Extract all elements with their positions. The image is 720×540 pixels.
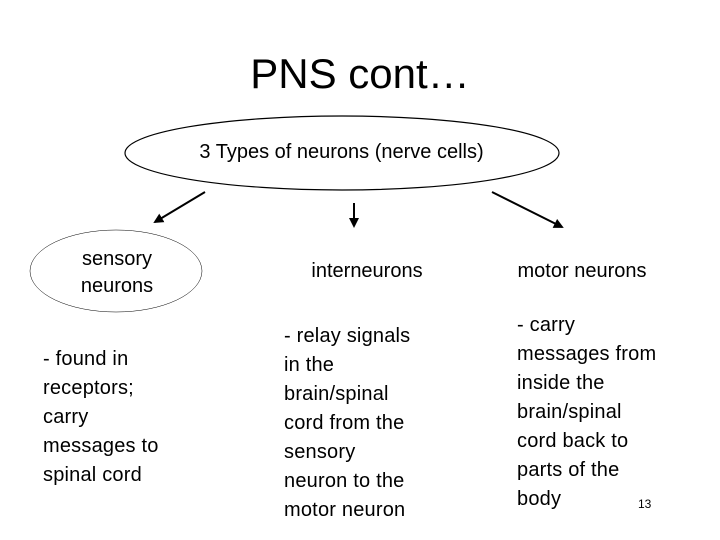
motor-desc-line: parts of the (517, 459, 620, 481)
motor-desc-line: body (517, 488, 562, 510)
motor-description: - carry messages from inside the brain/s… (517, 311, 712, 514)
sensory-neurons-shape (29, 229, 203, 313)
slide-title: PNS cont… (250, 50, 470, 97)
motor-desc-line: brain/spinal (517, 401, 622, 423)
sensory-desc-line: messages to (43, 435, 159, 457)
central-ellipse (124, 115, 560, 191)
sensory-desc-line: - found in (43, 348, 129, 370)
slide-number: 13 (638, 497, 652, 511)
sensory-desc-line: receptors; (43, 377, 134, 399)
sensory-neurons-label: sensory neurons (42, 246, 192, 300)
arrow-to-sensory (153, 191, 206, 224)
motor-label-line: motor neurons (517, 260, 647, 282)
sensory-desc-line: carry (43, 406, 89, 428)
interneurons-description: - relay signals in the brain/spinal cord… (284, 322, 484, 525)
sensory-label-line: sensory (81, 248, 153, 270)
motor-desc-line: cord back to (517, 430, 629, 452)
interneurons-desc-line: cord from the (284, 412, 405, 434)
interneurons-desc-line: in the (284, 354, 335, 376)
interneurons-label-line: interneurons (311, 260, 423, 282)
motor-neurons-label: motor neurons (492, 258, 672, 285)
sensory-desc-line: spinal cord (43, 464, 142, 486)
interneurons-desc-line: neuron to the (284, 470, 405, 492)
interneurons-label: interneurons (282, 258, 452, 285)
interneurons-desc-line: brain/spinal (284, 383, 389, 405)
sensory-description: - found in receptors; carry messages to … (43, 345, 233, 490)
central-label: 3 Types of neurons (nerve cells) (199, 141, 484, 163)
interneurons-desc-line: - relay signals (284, 325, 411, 347)
motor-desc-line: - carry (517, 314, 576, 336)
interneurons-desc-line: sensory (284, 441, 356, 463)
arrow-to-motor (491, 191, 564, 228)
motor-desc-line: inside the (517, 372, 605, 394)
motor-desc-line: messages from (517, 343, 657, 365)
sensory-label-line: neurons (80, 275, 154, 297)
interneurons-desc-line: motor neuron (284, 499, 406, 521)
